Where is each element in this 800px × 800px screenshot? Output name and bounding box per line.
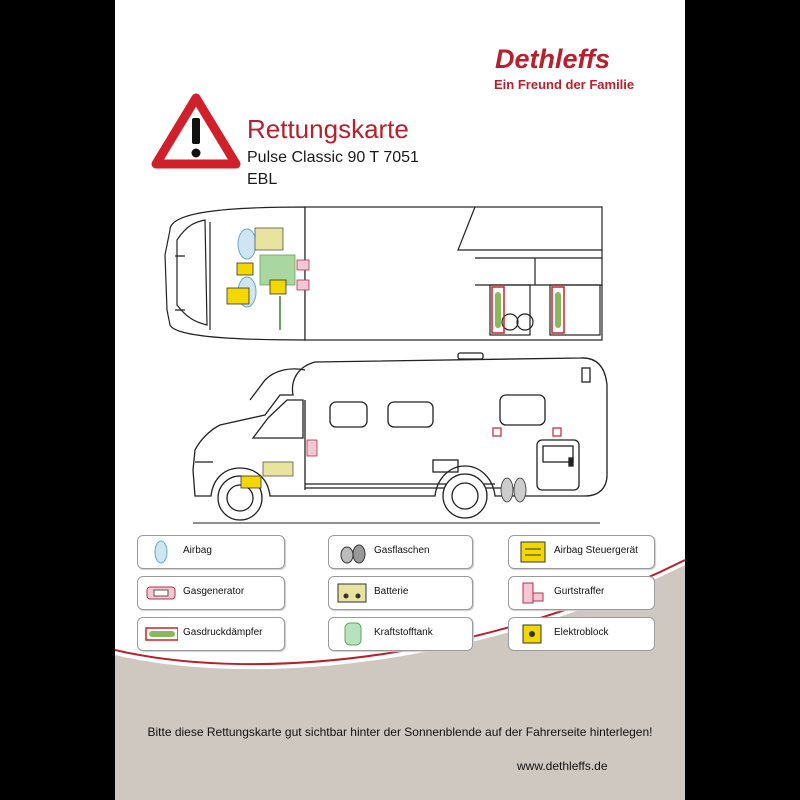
brand-slogan: Ein Freund der Familie	[494, 77, 635, 92]
side-view-diagram	[192, 352, 608, 524]
airbag-control-unit-icon	[520, 541, 546, 563]
legend-item-electric-block: Elektroblock	[508, 617, 655, 651]
gas-damper-top-markers	[491, 286, 565, 334]
legend-label: Kraftstofftank	[374, 627, 433, 638]
airbag-icon	[154, 540, 168, 564]
vehicle-model: Pulse Classic 90 T 7051	[247, 149, 419, 166]
legend-label: Airbag Steuergerät	[554, 545, 638, 556]
belt-tensioner-icon	[522, 582, 544, 604]
legend-item-gas-bottles: Gasflaschen	[328, 535, 473, 569]
instruction-text: Bitte diese Rettungskarte gut sichtbar h…	[147, 725, 653, 739]
card-title: Rettungskarte	[247, 114, 409, 144]
side-view-markers	[240, 427, 562, 503]
legend-item-battery: Batterie	[328, 576, 473, 610]
legend-label: Gasgenerator	[183, 586, 245, 597]
legend-label: Gasflaschen	[374, 545, 430, 556]
airbag-top-markers	[226, 227, 310, 330]
battery-icon	[337, 583, 367, 603]
legend-label: Elektroblock	[554, 627, 609, 638]
legend-item-gas-damper: Gasdruckdämpfer	[137, 617, 285, 651]
rescue-card-page: Dethleffs Ein Freund der Familie Rettung…	[115, 0, 685, 800]
warning-triangle-icon	[151, 93, 241, 169]
gas-bottles-icon	[340, 544, 366, 564]
gas-pressure-damper-icon	[145, 627, 178, 641]
website-link[interactable]: www.dethleffs.de	[517, 759, 608, 773]
legend-label: Batterie	[374, 586, 409, 597]
vehicle-variant: EBL	[247, 171, 278, 188]
legend-item-belt-tensioner: Gurtstraffer	[508, 576, 655, 610]
top-view-diagram	[164, 206, 603, 341]
legend-label: Gasdruckdämpfer	[183, 627, 263, 638]
gas-generator-icon	[146, 586, 176, 600]
legend-label: Gurtstraffer	[554, 586, 605, 597]
legend-item-fuel-tank: Kraftstofftank	[328, 617, 473, 651]
fuel-tank-icon	[344, 622, 362, 646]
electric-block-icon	[522, 624, 542, 644]
vehicle-diagram	[164, 206, 608, 524]
legend-item-airbag: Airbag	[137, 535, 285, 569]
legend-item-airbag-control-unit: Airbag Steuergerät	[508, 535, 655, 569]
legend-item-gas-generator: Gasgenerator	[137, 576, 285, 610]
legend-label: Airbag	[183, 545, 212, 556]
brand-logo: Dethleffs	[495, 44, 611, 74]
